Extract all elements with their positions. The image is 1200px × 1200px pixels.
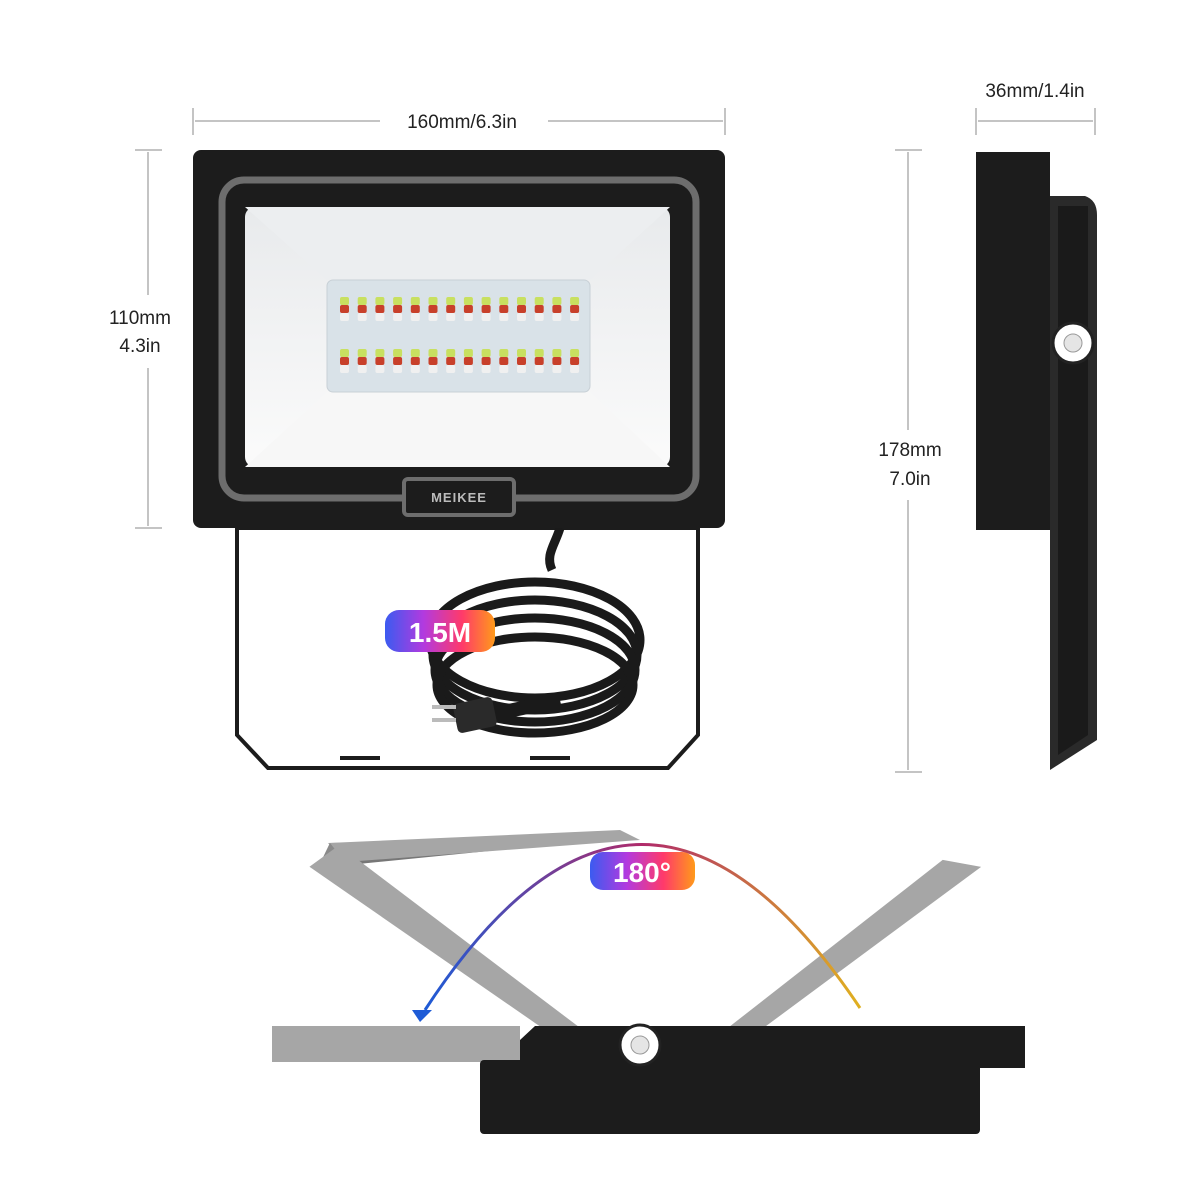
led-chip (375, 297, 385, 321)
led-chip (410, 297, 420, 321)
led-chip (552, 297, 562, 321)
rotation-arrow-icon (412, 1010, 432, 1022)
depth-dimension: 36mm/1.4in (975, 81, 1096, 135)
led-chip (517, 297, 526, 321)
led-array (340, 297, 580, 373)
led-chip (570, 297, 580, 321)
led-chip (393, 349, 403, 373)
led-board (326, 279, 591, 393)
led-chip (357, 349, 367, 373)
brand-logo: MEIKEE (431, 490, 487, 505)
led-chip (375, 349, 385, 373)
brand-logo-plate (402, 477, 516, 517)
led-chip (357, 297, 367, 321)
floodlight-side-view (976, 152, 1097, 770)
led-chip (463, 297, 473, 321)
height-in-label: 4.3in (119, 336, 160, 357)
led-chip (428, 349, 438, 373)
height-dimension: 110mm 4.3in (109, 149, 171, 529)
led-chip (463, 349, 473, 373)
cable-length-badge: 1.5M (385, 610, 495, 652)
total-height-mm-label: 178mm (878, 440, 941, 461)
led-chip (393, 297, 403, 321)
led-chip (340, 297, 349, 321)
led-chip (481, 297, 491, 321)
rotation-angle-label: 180° (613, 857, 671, 888)
led-chip (570, 349, 580, 373)
plug-icon (432, 697, 497, 733)
led-chip (446, 297, 456, 321)
depth-label: 36mm/1.4in (985, 81, 1084, 102)
led-chip (410, 349, 420, 373)
cable-length-label: 1.5M (409, 617, 471, 648)
led-chip (446, 349, 456, 373)
total-height-dimension: 178mm 7.0in (878, 149, 942, 773)
led-chip (517, 349, 526, 373)
led-chip (552, 349, 562, 373)
led-chip (340, 349, 349, 373)
width-dimension: 160mm/6.3in (192, 108, 726, 135)
rotation-diagram: 180° (272, 830, 1025, 1134)
led-chip (534, 349, 544, 373)
total-height-in-label: 7.0in (889, 469, 930, 490)
floodlight-front-view: MEIKEE (193, 150, 725, 528)
led-chip (481, 349, 491, 373)
width-label: 160mm/6.3in (407, 112, 517, 133)
led-chip (499, 349, 509, 373)
height-mm-label: 110mm (109, 308, 171, 329)
rotation-badge (590, 852, 695, 890)
led-chip (534, 297, 544, 321)
led-chip (428, 297, 438, 321)
led-chip (499, 297, 509, 321)
